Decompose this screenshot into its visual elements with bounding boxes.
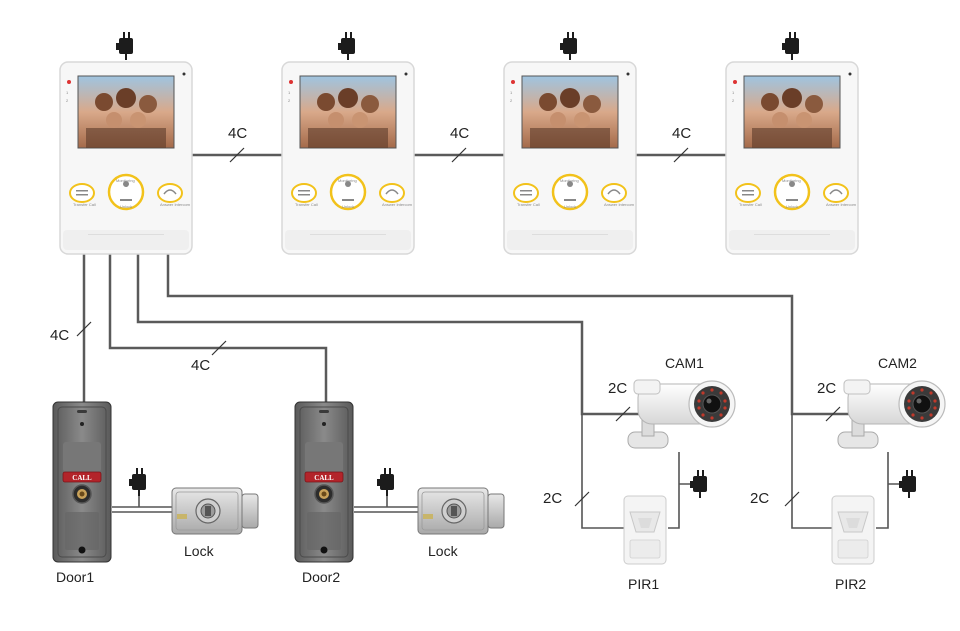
monitor-4-monitoring-label: Monitoring xyxy=(782,178,801,183)
monitor-3-unlock-label: Unlock xyxy=(564,204,576,209)
wire-tick-monitor-1 xyxy=(229,147,245,163)
monitor-4-indicator-1: 1 xyxy=(732,90,735,95)
monitor-1-monitoring-label: Monitoring xyxy=(116,178,135,183)
cam1-wire-label: 2C xyxy=(608,380,627,397)
pir2-sensor xyxy=(831,495,875,565)
door2-wire xyxy=(108,254,328,404)
wire-tick-monitor-3 xyxy=(673,147,689,163)
monitor-link-2-label: 4C xyxy=(450,125,469,142)
monitor-2-unlock-label: Unlock xyxy=(342,204,354,209)
door2-wire-label: 4C xyxy=(191,357,210,374)
monitor-4-power-plug-icon xyxy=(782,32,799,60)
pir2-label: PIR2 xyxy=(835,576,866,592)
monitor-3-transfer-call-label: Transfer Call xyxy=(517,202,540,207)
cam1-power-plug-icon xyxy=(690,470,707,498)
lock1-label: Lock xyxy=(184,543,215,559)
wire-tick-monitor-2 xyxy=(451,147,467,163)
pir1-wire xyxy=(581,414,624,529)
pir1-return-wire xyxy=(668,452,680,529)
monitor-4: 1 2 Transfer Call Monitoring Unlock Answ… xyxy=(724,60,860,256)
monitor-3-monitoring-label: Monitoring xyxy=(560,178,579,183)
monitor-3-indicator-2: 2 xyxy=(510,98,513,103)
pir1-label: PIR1 xyxy=(628,576,659,592)
monitor-4-unlock-label: Unlock xyxy=(786,204,798,209)
wire-tick-door2 xyxy=(211,340,227,356)
monitor-2-transfer-call-label: Transfer Call xyxy=(295,202,318,207)
monitor-1: 1 2 Transfer Call Monitoring Unlock Answ… xyxy=(58,60,194,256)
cam2-label: CAM2 xyxy=(878,355,917,371)
door1-panel: CALL xyxy=(52,401,112,563)
monitor-3-answer-intercom-label: Answer Intercom xyxy=(604,202,635,207)
door1-label: Door1 xyxy=(56,569,94,585)
monitor-1-indicator-2: 2 xyxy=(66,98,69,103)
monitor-2-indicator-1: 1 xyxy=(288,90,291,95)
cam1-camera xyxy=(627,379,736,449)
wire-tick-cam2 xyxy=(825,406,841,422)
monitor-4-answer-intercom-label: Answer Intercom xyxy=(826,202,857,207)
monitor-2: 1 2 Transfer Call Monitoring Unlock Answ… xyxy=(280,60,416,256)
door2-label: Door2 xyxy=(302,569,340,585)
monitor-1-indicator-1: 1 xyxy=(66,90,69,95)
lock1-power-plug-icon xyxy=(129,468,146,496)
monitor-link-3-label: 4C xyxy=(672,125,691,142)
monitor-3-indicator-1: 1 xyxy=(510,90,513,95)
monitor-4-indicator-2: 2 xyxy=(732,98,735,103)
cam1-label: CAM1 xyxy=(665,355,704,371)
monitor-2-indicator-2: 2 xyxy=(288,98,291,103)
lock2-power-plug-icon xyxy=(377,468,394,496)
wire-tick-cam1 xyxy=(615,406,631,422)
lock2 xyxy=(417,487,505,535)
wire-tick-pir1 xyxy=(574,491,590,507)
cam2-power-plug-icon xyxy=(899,470,916,498)
monitor-1-transfer-call-label: Transfer Call xyxy=(73,202,96,207)
wire-tick-pir2 xyxy=(784,491,800,507)
monitor-2-answer-intercom-label: Answer Intercom xyxy=(382,202,413,207)
monitor-2-power-plug-icon xyxy=(338,32,355,60)
cam2-wire-label: 2C xyxy=(817,380,836,397)
wire-tick-door1 xyxy=(76,321,92,337)
monitor-1-unlock-label: Unlock xyxy=(120,204,132,209)
monitor-4-transfer-call-label: Transfer Call xyxy=(739,202,762,207)
pir1-wire-label: 2C xyxy=(543,490,562,507)
door1-wire-label: 4C xyxy=(50,327,69,344)
pir2-wire-label: 2C xyxy=(750,490,769,507)
cam2-camera xyxy=(837,379,946,449)
lock1 xyxy=(171,487,259,535)
cam2-trunk-wire xyxy=(166,254,856,416)
cam1-trunk-wire xyxy=(136,254,643,416)
monitor-1-answer-intercom-label: Answer Intercom xyxy=(160,202,191,207)
lock2-label: Lock xyxy=(428,543,459,559)
door2-panel: CALL xyxy=(294,401,354,563)
monitor-3: 1 2 Transfer Call Monitoring Unlock Answ… xyxy=(502,60,638,256)
monitor-link-1-label: 4C xyxy=(228,125,247,142)
pir2-return-wire xyxy=(876,452,889,529)
monitor-3-power-plug-icon xyxy=(560,32,577,60)
pir1-sensor xyxy=(623,495,667,565)
monitor-2-monitoring-label: Monitoring xyxy=(338,178,357,183)
door2-call-label: CALL xyxy=(314,474,334,482)
door1-call-label: CALL xyxy=(72,474,92,482)
pir2-wire xyxy=(791,414,832,529)
monitor-1-power-plug-icon xyxy=(116,32,133,60)
